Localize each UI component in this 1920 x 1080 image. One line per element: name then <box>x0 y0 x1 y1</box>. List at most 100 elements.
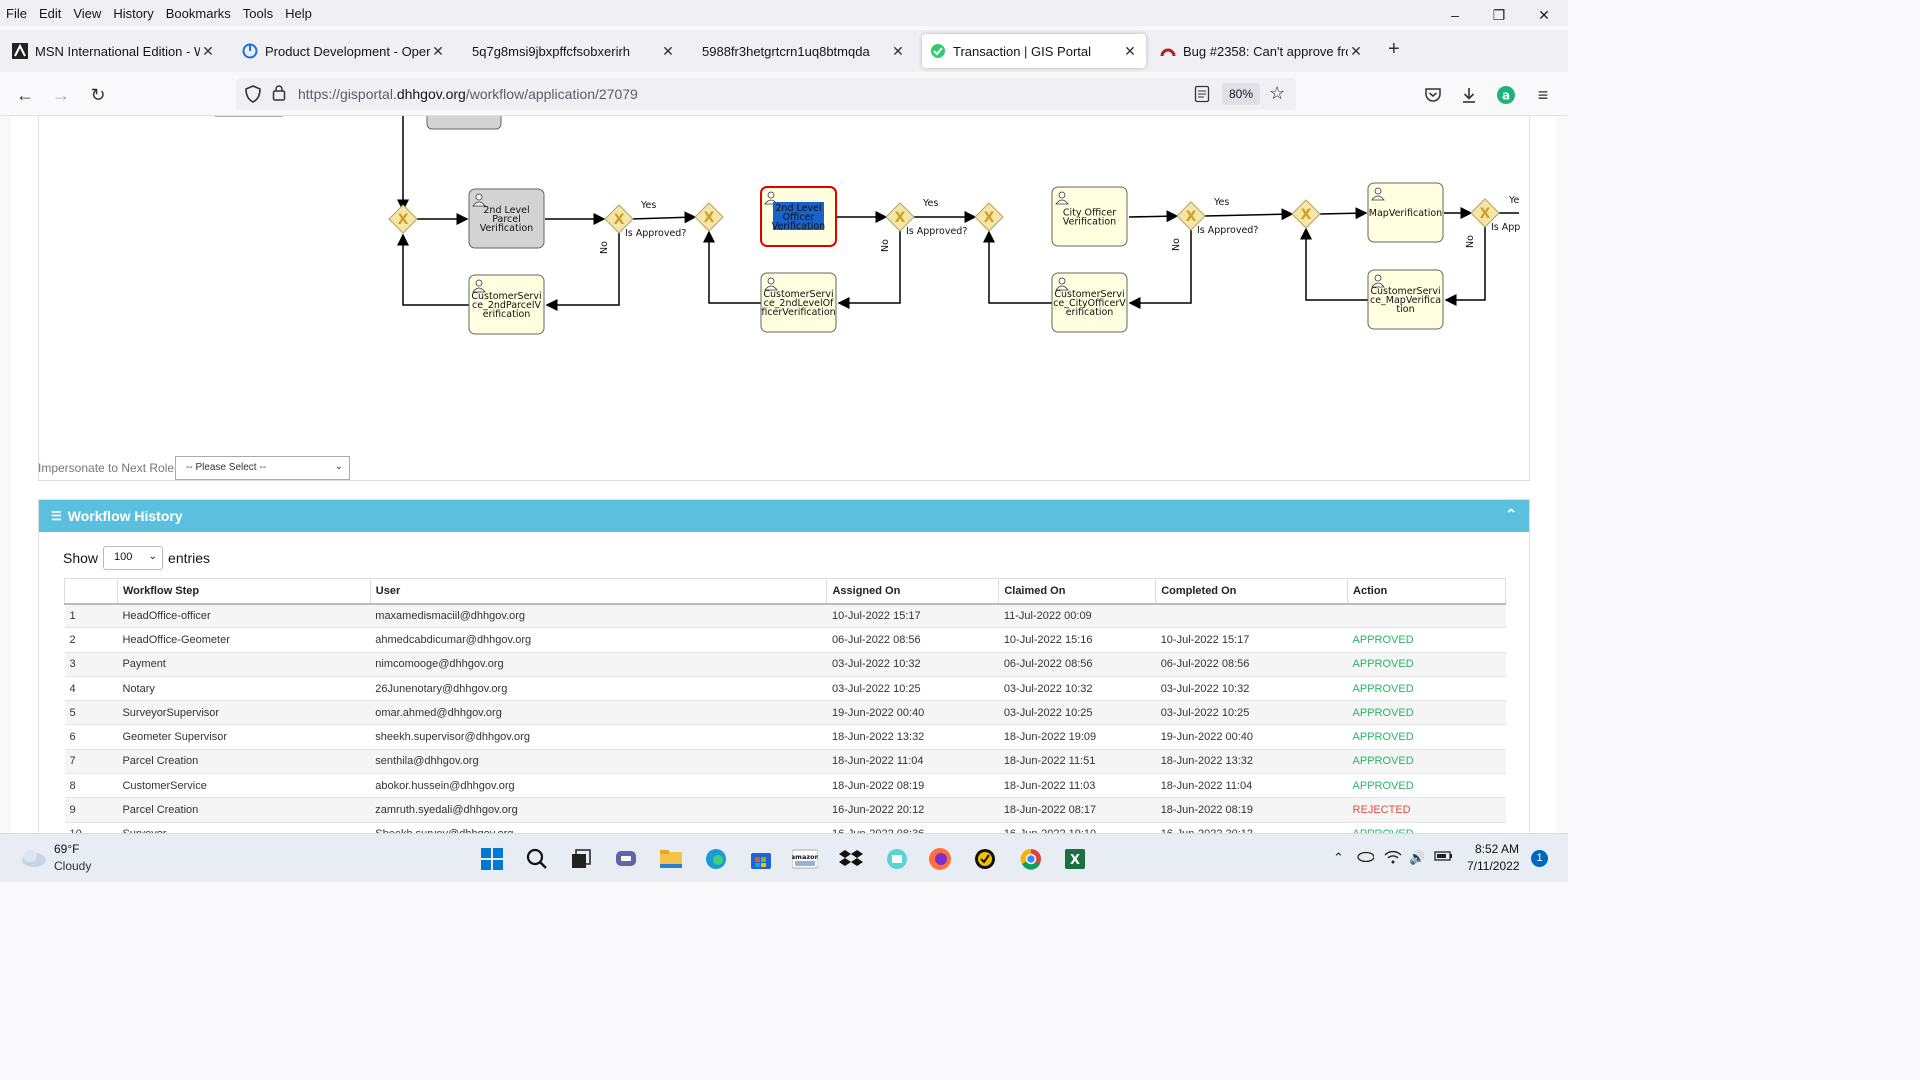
menu-view[interactable]: View <box>73 5 102 21</box>
tab-bug-2358[interactable]: Bug #2358: Can't approve from ✕ <box>1152 34 1372 68</box>
tab-product-development[interactable]: Product Development - Operati ✕ <box>234 34 454 68</box>
account-avatar-icon[interactable]: a <box>1493 82 1519 108</box>
amazon-icon[interactable]: amazon <box>792 846 818 872</box>
teams-chat-icon[interactable] <box>613 846 639 872</box>
exclusive-gateway[interactable]: X <box>604 204 634 234</box>
close-window-button[interactable]: ✕ <box>1538 6 1550 23</box>
tasks-app-icon[interactable] <box>972 846 998 872</box>
tab-close-icon[interactable]: ✕ <box>202 42 214 59</box>
exclusive-gateway[interactable]: X <box>694 202 724 232</box>
messaging-app-icon[interactable] <box>884 846 910 872</box>
exclusive-gateway[interactable]: X <box>1291 199 1321 229</box>
entries-per-page-select[interactable]: 100 ⌄ <box>103 546 164 570</box>
reload-icon[interactable]: ↻ <box>90 84 106 105</box>
cloudy-weather-icon[interactable] <box>18 846 48 873</box>
windows-start-icon[interactable] <box>479 846 505 872</box>
battery-icon[interactable] <box>1434 850 1454 865</box>
col-action-cell: APPROVED <box>1347 627 1506 653</box>
col-claimed-on-header[interactable]: Claimed On <box>998 578 1157 605</box>
tab-session-2[interactable]: 5988fr3hetgrtcrn1uq8btmqda ✕ <box>694 34 914 68</box>
excel-icon[interactable]: X <box>1062 846 1088 872</box>
tracking-shield-icon[interactable] <box>244 84 262 109</box>
menu-tools[interactable]: Tools <box>242 5 274 21</box>
zoom-level-button[interactable]: 80% <box>1222 83 1260 105</box>
onedrive-cloud-icon[interactable] <box>1356 850 1375 865</box>
col-user-header[interactable]: User <box>369 578 828 605</box>
bookmark-star-icon[interactable]: ☆ <box>1269 83 1286 103</box>
file-explorer-icon[interactable] <box>658 846 684 872</box>
task-map-verification[interactable]: MapVerification <box>1367 182 1444 243</box>
search-icon[interactable] <box>524 846 550 872</box>
tab-transaction-gis[interactable]: Transaction | GIS Portal ✕ <box>922 34 1146 68</box>
url-text[interactable]: https://gisportal.dhhgov.org/workflow/ap… <box>298 86 638 102</box>
clock-date[interactable]: 7/11/2022 <box>1467 859 1520 873</box>
task-customerservice-2nd-level-officer-verification[interactable]: CustomerService_2ndLevelOfficerVerificat… <box>760 272 837 333</box>
firefox-icon[interactable] <box>927 846 953 872</box>
col-completed-on-cell: 18-Jun-2022 08:19 <box>1155 797 1348 823</box>
exclusive-gateway[interactable]: X <box>388 204 418 234</box>
volume-icon[interactable]: 🔊 <box>1409 850 1426 865</box>
address-bar[interactable]: https://gisportal.dhhgov.org/workflow/ap… <box>236 78 1296 110</box>
forward-arrow-icon[interactable]: → <box>52 84 70 105</box>
menu-file[interactable]: File <box>6 5 27 21</box>
impersonate-role-select[interactable]: -- Please Select -- ⌄ <box>175 456 350 480</box>
tab-close-icon[interactable]: ✕ <box>662 42 674 59</box>
chevron-up-tray-icon[interactable]: ⌃ <box>1333 850 1344 865</box>
restore-button[interactable]: ❐ <box>1492 6 1506 23</box>
workflow-history-header[interactable]: ☰ Workflow History ⌃ <box>39 500 1529 532</box>
collapse-chevron-up-icon[interactable]: ⌃ <box>1505 506 1517 522</box>
menu-help[interactable]: Help <box>285 5 312 21</box>
col-workflow-step-cell: Notary <box>117 676 371 702</box>
pocket-icon[interactable] <box>1420 82 1446 108</box>
notification-badge[interactable]: 1 <box>1531 850 1548 867</box>
edge-browser-icon[interactable] <box>703 846 729 872</box>
exclusive-gateway[interactable]: X <box>1470 198 1500 228</box>
minimize-button[interactable]: – <box>1451 7 1459 23</box>
task-view-icon[interactable] <box>568 846 594 872</box>
menu-bookmarks[interactable]: Bookmarks <box>165 5 231 21</box>
wifi-icon[interactable] <box>1384 850 1402 867</box>
tab-close-icon[interactable]: ✕ <box>1350 42 1362 59</box>
tab-session-1[interactable]: 5q7g8msi9jbxpffcfsobxerirh ✕ <box>464 34 684 68</box>
tab-close-icon[interactable]: ✕ <box>1124 42 1136 59</box>
col-assigned-on-cell: 03-Jul-2022 10:32 <box>826 652 999 677</box>
clock-time[interactable]: 8:52 AM <box>1475 842 1520 856</box>
exclusive-gateway[interactable]: X <box>1176 201 1206 231</box>
microsoft-store-icon[interactable] <box>748 846 774 872</box>
task-customerservice-map-verification[interactable]: CustomerService_MapVerification <box>1367 269 1444 330</box>
lock-icon[interactable] <box>272 84 286 107</box>
chrome-icon[interactable] <box>1018 846 1044 872</box>
weather-description[interactable]: Cloudy <box>54 859 92 873</box>
col-assigned-on-header[interactable]: Assigned On <box>826 578 1000 605</box>
weather-temperature[interactable]: 69°F <box>54 842 80 856</box>
url-path: /workflow/application/27079 <box>465 86 638 102</box>
col-index-header[interactable] <box>64 578 118 605</box>
menu-edit[interactable]: Edit <box>38 5 62 21</box>
downloads-icon[interactable] <box>1456 82 1482 108</box>
col-index-cell: 4 <box>64 676 118 702</box>
tab-close-icon[interactable]: ✕ <box>892 42 904 59</box>
col-completed-on-header[interactable]: Completed On <box>1155 578 1349 605</box>
reader-view-icon[interactable] <box>1194 85 1210 108</box>
tab-msn[interactable]: MSN International Edition - Wo ✕ <box>4 34 224 68</box>
col-completed-on-cell <box>1155 603 1348 629</box>
exclusive-gateway[interactable]: X <box>974 202 1004 232</box>
back-arrow-icon[interactable]: ← <box>16 84 34 105</box>
dropbox-icon[interactable] <box>838 846 864 872</box>
new-tab-icon[interactable]: + <box>1388 38 1400 60</box>
exclusive-gateway[interactable]: X <box>885 202 915 232</box>
col-action-header[interactable]: Action <box>1347 578 1506 605</box>
tab-close-icon[interactable]: ✕ <box>432 42 444 59</box>
col-user-cell: zamruth.syedali@dhhgov.org <box>370 797 827 823</box>
hamburger-menu-icon[interactable]: ≡ <box>1537 84 1549 105</box>
menu-history[interactable]: History <box>113 5 154 21</box>
col-workflow-step-header[interactable]: Workflow Step <box>116 578 371 605</box>
col-claimed-on-cell: 18-Jun-2022 11:03 <box>998 773 1156 799</box>
